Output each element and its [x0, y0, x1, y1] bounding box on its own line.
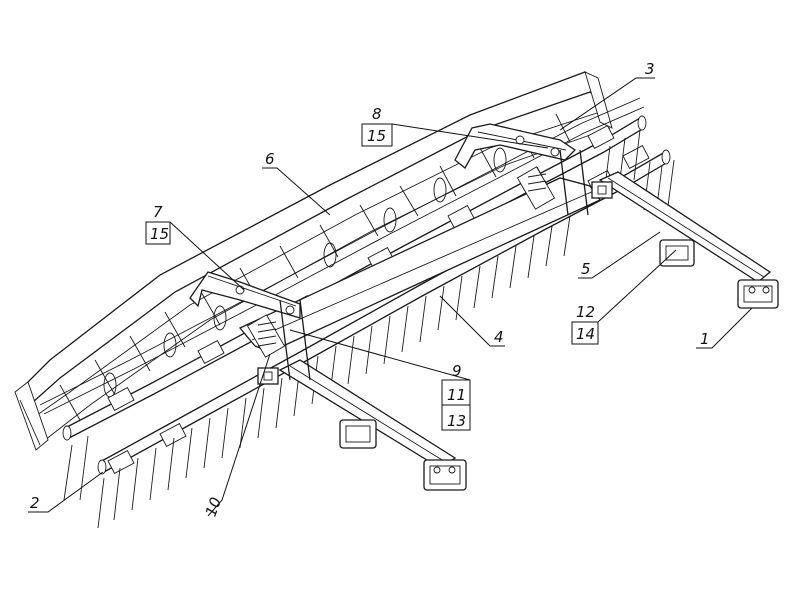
callout-12: 12: [576, 303, 595, 321]
callout-6: 6: [265, 150, 275, 168]
hitch-block-right: [591, 181, 613, 199]
callout-13: 13: [447, 412, 466, 430]
callout-3: 3: [645, 60, 655, 78]
callout-7: 7: [153, 203, 163, 221]
tension-spring-left: [246, 314, 286, 358]
support-foot-mid-right: [659, 239, 695, 267]
callout-5: 5: [581, 260, 591, 278]
main-frame-beam: [238, 177, 601, 353]
hitch-beam-right: [598, 171, 772, 283]
callout-8-sub: 15: [367, 127, 386, 145]
support-foot-mid-left: [339, 419, 377, 449]
tension-spring-right: [516, 166, 556, 210]
label-frames: [145, 123, 599, 431]
support-foot-left: [423, 459, 467, 491]
hitch-beam-left: [278, 359, 457, 469]
callout-2: 2: [30, 494, 40, 512]
callout-9: 9: [452, 362, 462, 380]
callout-14: 14: [576, 325, 595, 343]
callout-11: 11: [447, 386, 466, 404]
callout-4: 4: [494, 328, 504, 346]
callout-10: 10: [202, 495, 225, 519]
callout-8: 8: [372, 105, 382, 123]
bracket-right: [454, 123, 577, 169]
callout-1: 1: [700, 330, 710, 348]
uprights: [279, 149, 589, 381]
hitch-block-left: [257, 367, 279, 385]
tine-shaft-back: [39, 97, 645, 415]
support-foot-right: [737, 279, 779, 309]
callout-7-sub: 15: [150, 225, 169, 243]
roller-housing: [14, 71, 613, 451]
